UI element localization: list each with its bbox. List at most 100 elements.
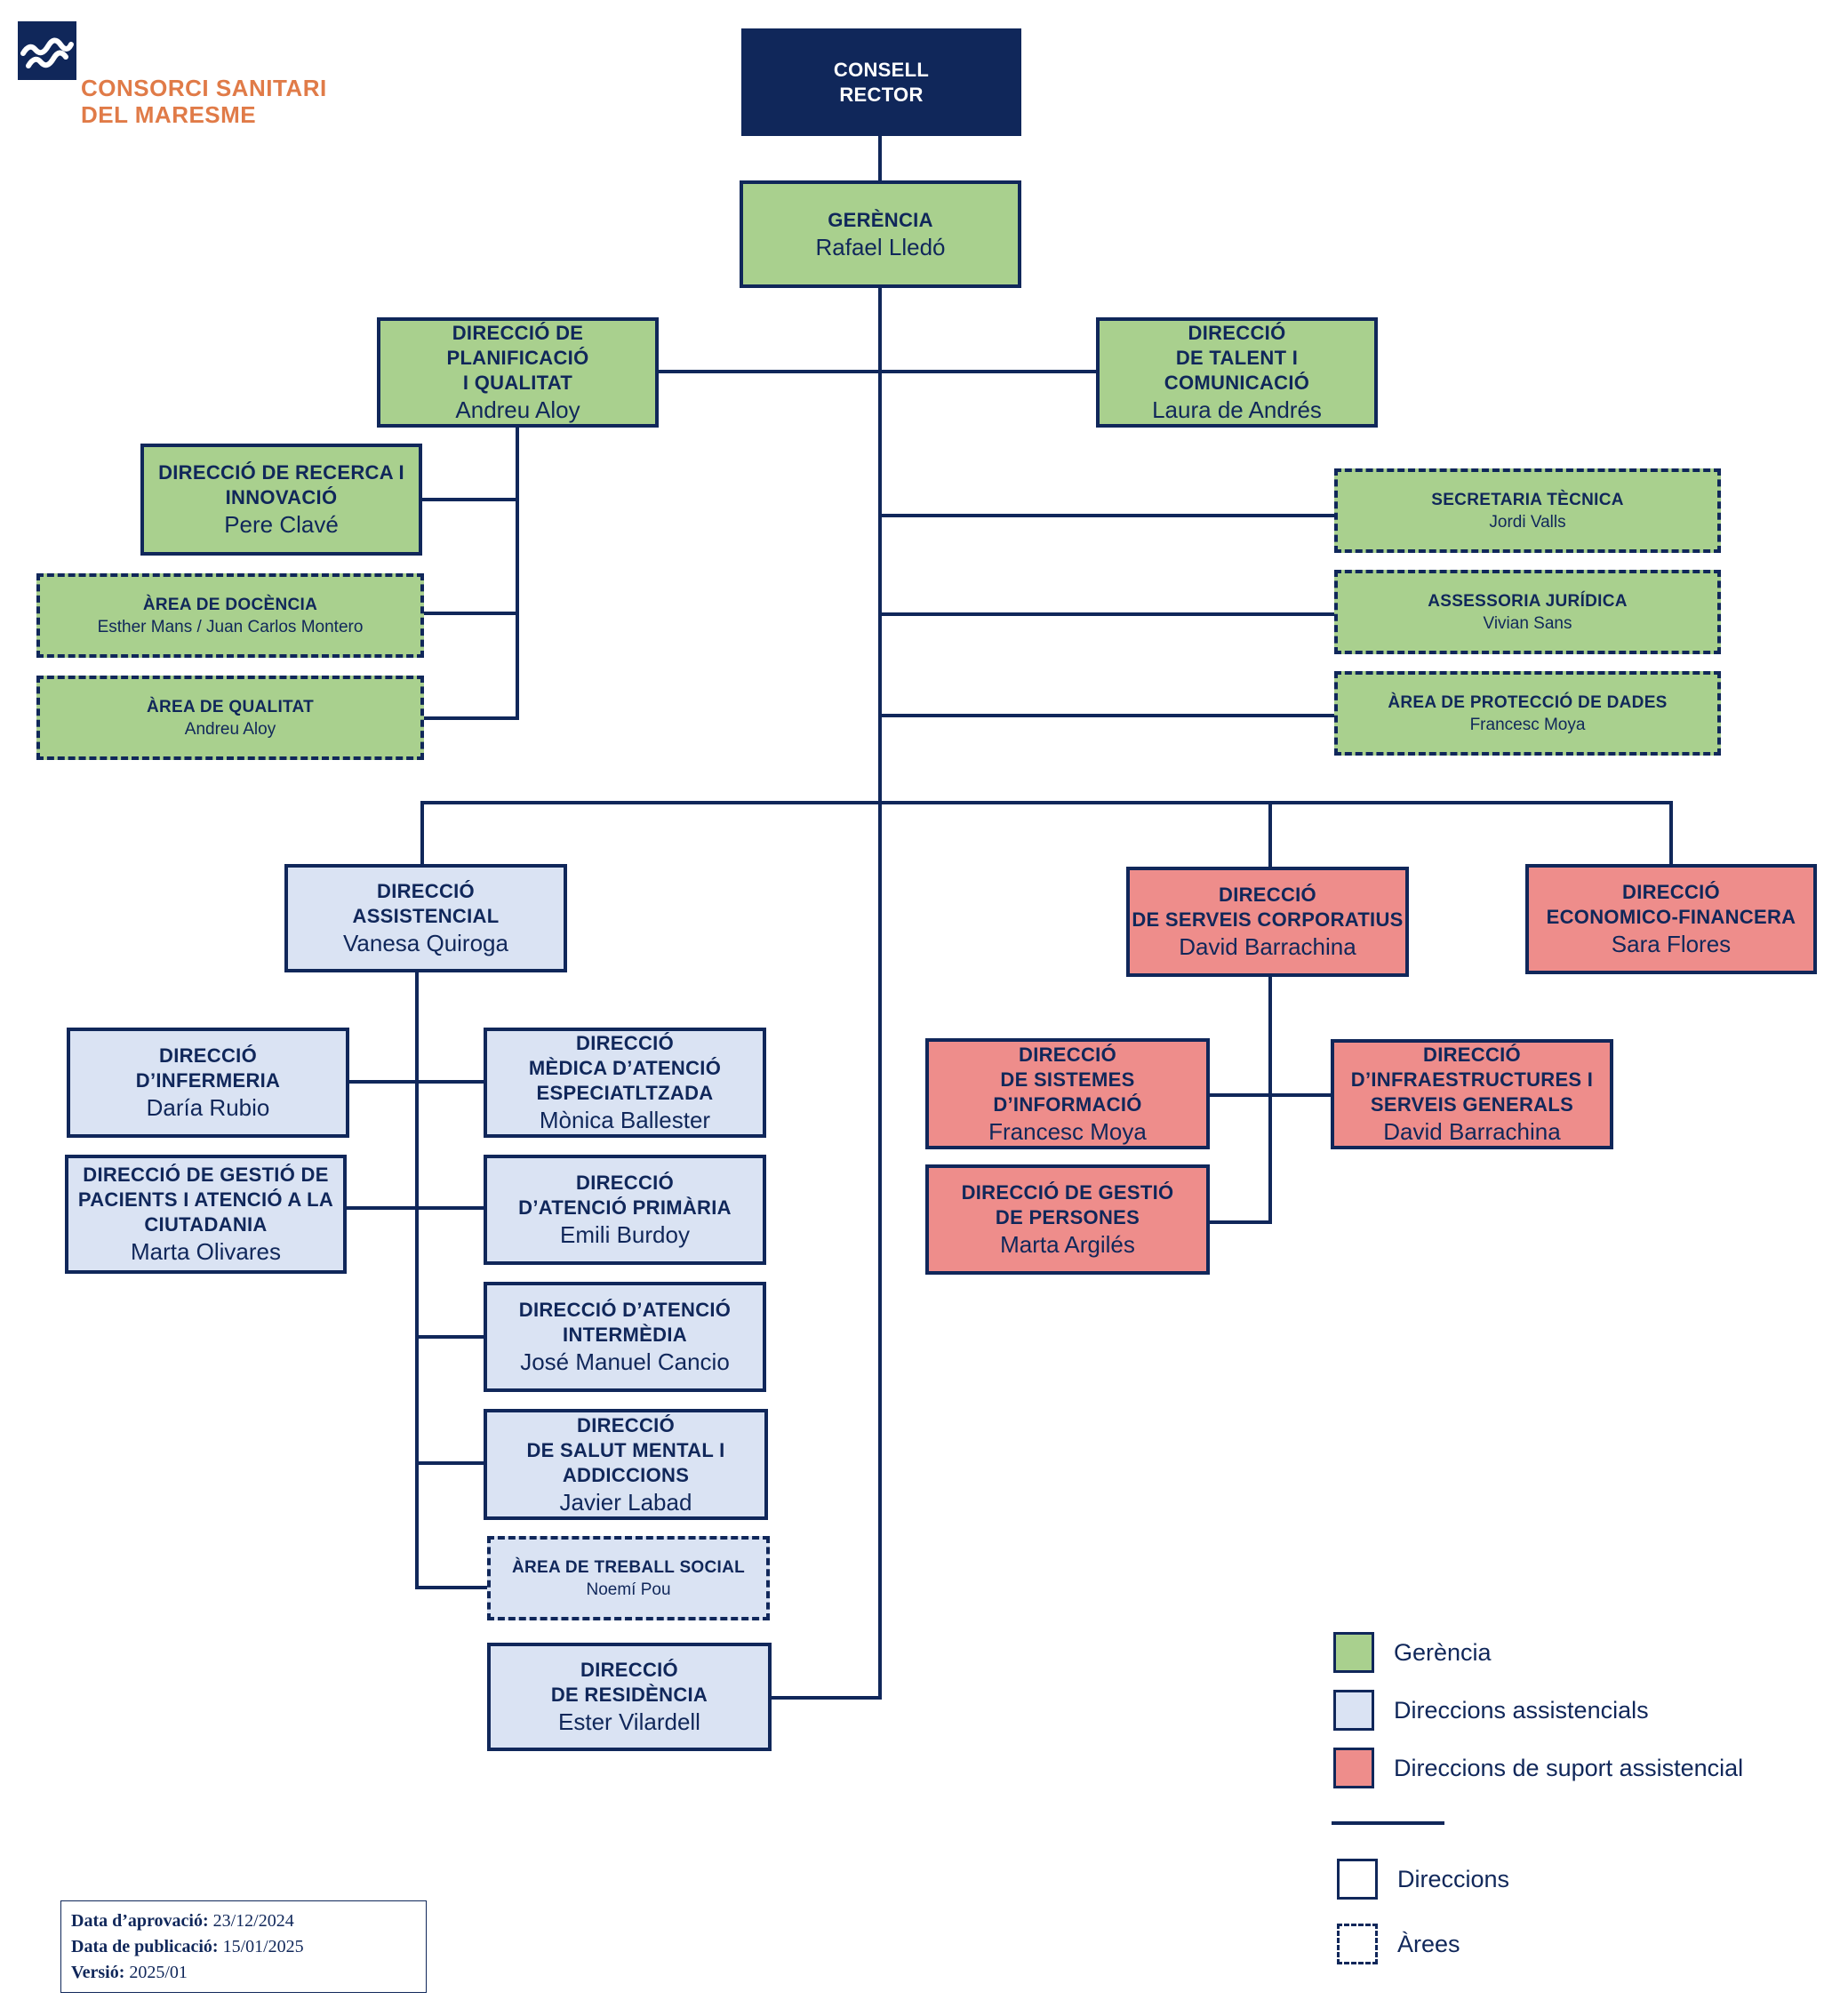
box-person-name: Javier Labad xyxy=(559,1488,692,1516)
csm-wave-logo-icon xyxy=(18,21,76,80)
logo-line-1: CONSORCI SANITARI xyxy=(81,75,327,101)
box-person-name: Ester Vilardell xyxy=(558,1708,700,1735)
legend-assistencials: Direccions assistencials xyxy=(1333,1690,1649,1731)
box-direccio-gestio-persones: DIRECCIÓ DE GESTIÓ DE PERSONES Marta Arg… xyxy=(925,1164,1210,1275)
box-consell-rector: CONSELL RECTOR xyxy=(741,28,1021,136)
box-title: ASSESSORIA JURÍDICA xyxy=(1428,591,1628,611)
box-direccio-talent: DIRECCIÓ DE TALENT I COMUNICACIÓ Laura d… xyxy=(1096,317,1378,428)
box-title: DIRECCIÓ DE RESIDÈNCIA xyxy=(550,1659,708,1706)
box-person-name: Esther Mans / Juan Carlos Montero xyxy=(97,617,364,636)
box-person-name: José Manuel Cancio xyxy=(520,1348,730,1375)
legend-swatch-arees xyxy=(1337,1924,1378,1964)
box-title: ÀREA DE PROTECCIÓ DE DADES xyxy=(1388,692,1668,712)
box-direccio-infermeria: DIRECCIÓ D’INFERMERIA Daría Rubio xyxy=(67,1028,349,1138)
approval-date-value: 23/12/2024 xyxy=(212,1911,294,1931)
box-direccio-infraestructures: DIRECCIÓ D’INFRAESTRUCTURES I SERVEIS GE… xyxy=(1331,1039,1613,1149)
box-direccio-medica: DIRECCIÓ MÈDICA D’ATENCIÓ ESPECIATLTZADA… xyxy=(484,1028,766,1138)
box-person-name: Marta Olivares xyxy=(130,1238,282,1265)
box-area-treball-social: ÀREA DE TREBALL SOCIAL Noemí Pou xyxy=(487,1536,770,1620)
legend-swatch-gerencia xyxy=(1333,1632,1374,1673)
box-person-name: David Barrachina xyxy=(1383,1118,1561,1145)
logo-line-2: DEL MARESME xyxy=(81,101,257,128)
box-person-name: Marta Argilés xyxy=(1000,1231,1135,1258)
box-title: SECRETARIA TÈCNICA xyxy=(1431,490,1624,509)
box-title: DIRECCIÓ DE PLANIFICACIÓ I QUALITAT xyxy=(446,322,589,394)
box-person-name: Vanesa Quiroga xyxy=(343,930,508,956)
box-title: CONSELL RECTOR xyxy=(833,58,930,106)
legend-label: Àrees xyxy=(1397,1930,1460,1957)
box-area-docencia: ÀREA DE DOCÈNCIA Esther Mans / Juan Carl… xyxy=(36,573,424,658)
box-title: ÀREA DE QUALITAT xyxy=(146,697,315,716)
box-person-name: Mònica Ballester xyxy=(539,1107,711,1133)
box-person-name: Daría Rubio xyxy=(146,1094,270,1121)
legend-suport: Direccions de suport assistencial xyxy=(1333,1748,1743,1788)
box-title: DIRECCIÓ DE GESTIÓ DE PACIENTS I ATENCIÓ… xyxy=(77,1164,334,1236)
approval-date-row: Data d’aprovació: 23/12/2024 xyxy=(71,1908,426,1934)
box-person-name: Emili Burdoy xyxy=(560,1221,690,1248)
box-title: DIRECCIÓ ECONOMICO-FINANCERA xyxy=(1546,881,1796,928)
logo-text: CONSORCI SANITARI DEL MARESME xyxy=(81,75,327,128)
box-direccio-planificacio: DIRECCIÓ DE PLANIFICACIÓ I QUALITAT Andr… xyxy=(377,317,659,428)
publication-date-row: Data de publicació: 15/01/2025 xyxy=(71,1934,426,1960)
version-row: Versió: 2025/01 xyxy=(71,1960,426,1986)
box-title: DIRECCIÓ D’INFRAESTRUCTURES I SERVEIS GE… xyxy=(1350,1044,1594,1116)
box-direccio-atencio-primaria: DIRECCIÓ D’ATENCIÓ PRIMÀRIA Emili Burdoy xyxy=(484,1155,766,1265)
box-title: DIRECCIÓ DE GESTIÓ DE PERSONES xyxy=(961,1181,1174,1228)
box-title: ÀREA DE DOCÈNCIA xyxy=(142,595,318,614)
legend-label: Gerència xyxy=(1394,1638,1492,1666)
box-direccio-sistemes-informacio: DIRECCIÓ DE SISTEMES D’INFORMACIÓ France… xyxy=(925,1038,1210,1149)
box-direccio-economico-financera: DIRECCIÓ ECONOMICO-FINANCERA Sara Flores xyxy=(1525,864,1817,974)
box-person-name: Jordi Valls xyxy=(1489,512,1566,532)
box-person-name: David Barrachina xyxy=(1179,933,1356,960)
approval-date-label: Data d’aprovació: xyxy=(71,1911,209,1931)
box-direccio-salut-mental: DIRECCIÓ DE SALUT MENTAL I ADDICCIONS Ja… xyxy=(484,1409,768,1520)
legend-swatch-direccions xyxy=(1337,1859,1378,1900)
version-info-box: Data d’aprovació: 23/12/2024 Data de pub… xyxy=(60,1900,427,1993)
box-direccio-assistencial: DIRECCIÓ ASSISTENCIAL Vanesa Quiroga xyxy=(284,864,567,972)
box-title: ÀREA DE TREBALL SOCIAL xyxy=(511,1557,746,1577)
box-title: DIRECCIÓ DE SERVEIS CORPORATIUS xyxy=(1132,884,1404,931)
version-label: Versió: xyxy=(71,1963,125,1982)
box-person-name: Pere Clavé xyxy=(224,511,339,538)
box-person-name: Sara Flores xyxy=(1611,931,1732,957)
legend-label: Direccions xyxy=(1397,1865,1510,1892)
box-person-name: Francesc Moya xyxy=(1469,715,1586,734)
legend-swatch-assistencials xyxy=(1333,1690,1374,1731)
box-assessoria-juridica: ASSESSORIA JURÍDICA Vivian Sans xyxy=(1334,570,1721,654)
legend-label: Direccions assistencials xyxy=(1394,1696,1649,1724)
box-person-name: Laura de Andrés xyxy=(1152,396,1322,423)
legend-label: Direccions de suport assistencial xyxy=(1394,1754,1744,1781)
box-title: DIRECCIÓ DE SALUT MENTAL I ADDICCIONS xyxy=(526,1413,725,1486)
box-gerencia: GERÈNCIA Rafael Lledó xyxy=(740,180,1021,288)
box-secretaria-tecnica: SECRETARIA TÈCNICA Jordi Valls xyxy=(1334,468,1721,553)
legend-arees: Àrees xyxy=(1337,1924,1460,1964)
box-title: DIRECCIÓ MÈDICA D’ATENCIÓ ESPECIATLTZADA xyxy=(528,1032,722,1104)
box-person-name: Andreu Aloy xyxy=(184,719,276,739)
box-title: DIRECCIÓ D’INFERMERIA xyxy=(135,1044,281,1092)
box-person-name: Andreu Aloy xyxy=(455,396,580,423)
box-title: GERÈNCIA xyxy=(828,208,933,231)
box-title: DIRECCIÓ DE RECERCA I INNOVACIÓ xyxy=(158,461,404,508)
box-person-name: Francesc Moya xyxy=(988,1117,1147,1145)
box-title: DIRECCIÓ D’ATENCIÓ PRIMÀRIA xyxy=(518,1172,732,1219)
legend-direccions: Direccions xyxy=(1337,1859,1509,1900)
legend-connector-line xyxy=(1332,1821,1444,1825)
box-person-name: Rafael Lledó xyxy=(815,233,946,260)
publication-date-value: 15/01/2025 xyxy=(222,1937,304,1956)
box-direccio-recerca: DIRECCIÓ DE RECERCA I INNOVACIÓ Pere Cla… xyxy=(140,444,422,556)
box-direccio-serveis-corporatius: DIRECCIÓ DE SERVEIS CORPORATIUS David Ba… xyxy=(1126,867,1409,977)
version-value: 2025/01 xyxy=(129,1963,188,1982)
box-person-name: Noemí Pou xyxy=(586,1580,671,1599)
box-title: DIRECCIÓ DE TALENT I COMUNICACIÓ xyxy=(1164,322,1310,394)
box-area-qualitat: ÀREA DE QUALITAT Andreu Aloy xyxy=(36,676,424,760)
box-title: DIRECCIÓ ASSISTENCIAL xyxy=(352,880,500,927)
box-title: DIRECCIÓ DE SISTEMES D’INFORMACIÓ xyxy=(993,1043,1142,1116)
box-direccio-residencia: DIRECCIÓ DE RESIDÈNCIA Ester Vilardell xyxy=(487,1643,772,1751)
logo: CONSORCI SANITARI DEL MARESME xyxy=(18,21,373,128)
legend-swatch-suport xyxy=(1333,1748,1374,1788)
publication-date-label: Data de publicació: xyxy=(71,1937,219,1956)
box-title: DIRECCIÓ D’ATENCIÓ INTERMÈDIA xyxy=(518,1299,732,1346)
box-direccio-atencio-intermedia: DIRECCIÓ D’ATENCIÓ INTERMÈDIA José Manue… xyxy=(484,1282,766,1392)
box-area-proteccio-dades: ÀREA DE PROTECCIÓ DE DADES Francesc Moya xyxy=(1334,671,1721,756)
